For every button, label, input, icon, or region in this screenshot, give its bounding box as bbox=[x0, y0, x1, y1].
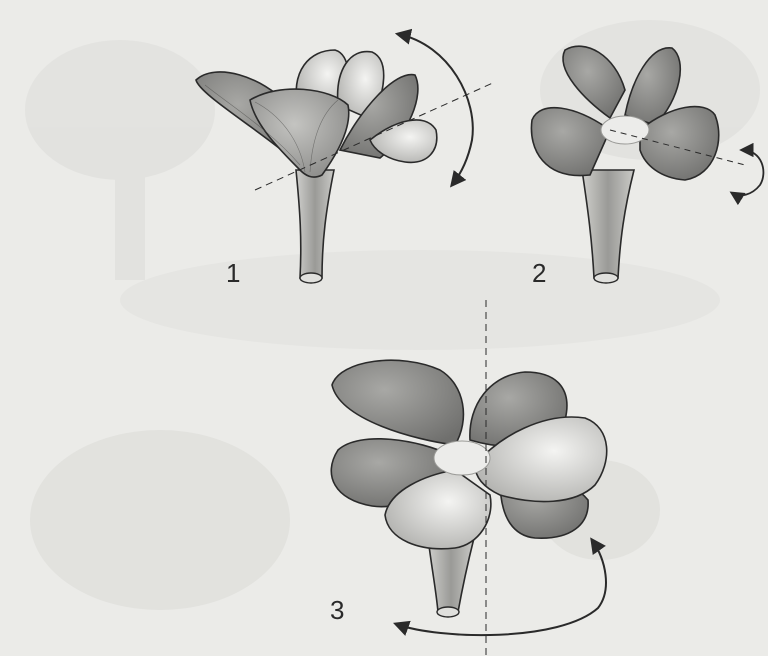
step-3-label: 3 bbox=[330, 595, 344, 625]
rotate-arrow-icon bbox=[732, 150, 763, 195]
step-2-label: 2 bbox=[532, 258, 546, 288]
flower-step-3 bbox=[331, 360, 606, 617]
flower-step-1 bbox=[196, 50, 437, 283]
flower-center bbox=[434, 441, 490, 475]
flower-center bbox=[601, 116, 649, 144]
stem-base bbox=[300, 273, 322, 283]
step-1-label: 1 bbox=[226, 258, 240, 288]
stem-base bbox=[437, 607, 459, 617]
petal-top-left bbox=[332, 360, 463, 445]
stem-base bbox=[594, 273, 618, 283]
